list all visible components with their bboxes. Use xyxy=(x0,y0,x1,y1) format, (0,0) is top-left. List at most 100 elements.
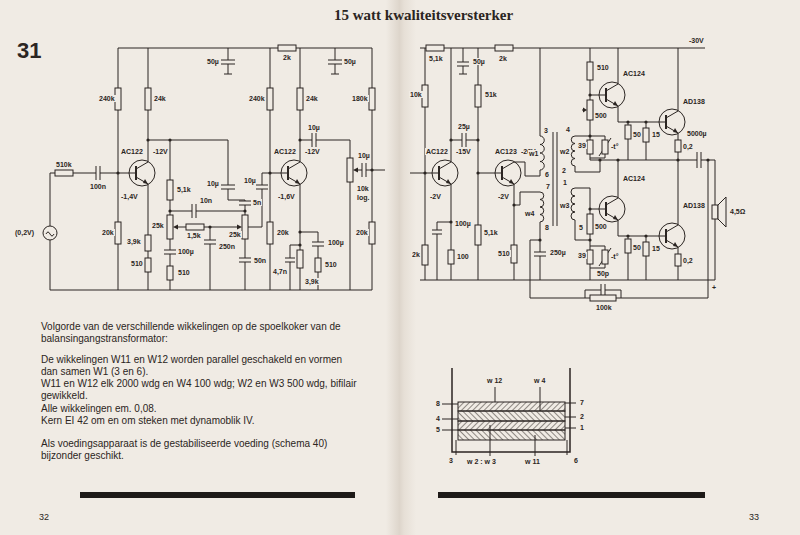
component-value: 4 xyxy=(565,126,571,133)
resistor-symbol xyxy=(422,245,428,265)
wire xyxy=(410,48,715,298)
arrow-head xyxy=(588,238,591,241)
component-value: 3 xyxy=(543,127,549,134)
arrow-head xyxy=(237,225,242,230)
component-value: 5n xyxy=(252,199,262,206)
component-value: 20k xyxy=(101,229,115,236)
component-value: 1 xyxy=(562,179,568,186)
resistor-symbol xyxy=(590,295,616,301)
component-value: 510 xyxy=(177,269,191,276)
resistor-symbol xyxy=(186,224,204,230)
signal-source xyxy=(46,232,54,236)
component-value: 51k xyxy=(484,91,498,98)
component-value: 2k xyxy=(282,54,292,61)
speaker-symbol xyxy=(718,197,726,227)
component-value: 500 xyxy=(594,223,608,230)
transistor-symbol xyxy=(136,84,678,247)
note-text: De wikkelingen W11 en W12 worden paralle… xyxy=(40,354,360,378)
arrow-head xyxy=(353,168,358,173)
resistor-symbol xyxy=(267,88,273,110)
component-value: 24k xyxy=(305,95,319,102)
note-text: W11 en W12 elk 2000 wdg en W4 100 wdg; W… xyxy=(40,378,360,402)
component-value: 510 xyxy=(130,260,144,267)
arrow-head xyxy=(476,171,479,174)
arrow-head xyxy=(512,203,515,206)
resistor-symbol xyxy=(167,215,173,239)
transistor-symbol xyxy=(599,82,625,108)
component-value: -12V xyxy=(304,148,321,155)
arrow-head xyxy=(116,171,119,174)
component-value: w 12 xyxy=(486,377,503,384)
component-value: 24k xyxy=(153,95,167,102)
component-value: 10µ xyxy=(357,152,371,159)
page-number: 32 xyxy=(38,513,50,522)
arrow-head xyxy=(168,138,171,141)
note-text: Kern EI 42 om en om steken met dynamobli… xyxy=(40,415,360,427)
resistor-symbol xyxy=(475,85,481,107)
component-value: 15 xyxy=(651,131,661,138)
wire xyxy=(43,48,715,298)
resistor-symbol xyxy=(643,128,649,142)
component-value: 100 xyxy=(456,253,470,260)
component-value: w3 xyxy=(559,202,570,209)
resistor-symbol xyxy=(625,125,631,139)
component-value: 10µ xyxy=(206,180,220,187)
component-value: 15 xyxy=(651,245,661,252)
component-value: 240k xyxy=(248,95,266,102)
component-value: AD138 xyxy=(682,98,706,105)
component-value: 0,2 xyxy=(682,143,694,150)
resistor-symbol xyxy=(587,250,593,264)
resistor-symbol xyxy=(426,45,444,51)
component-value: 4,5Ω xyxy=(729,208,746,215)
component-value: 10n xyxy=(199,197,213,204)
component-value: 250µ xyxy=(549,249,567,256)
transistor-symbol xyxy=(659,223,685,249)
arrow-head xyxy=(676,158,679,161)
resistor-symbol xyxy=(347,158,353,182)
transistor-symbol xyxy=(136,88,666,243)
arrow-head xyxy=(588,93,591,96)
page-bar xyxy=(80,492,705,498)
arrow-head xyxy=(598,158,601,161)
component-value: w 11 xyxy=(524,458,541,465)
component-value: AC123 xyxy=(494,148,518,155)
component-value: 100µ xyxy=(177,248,195,255)
arrow-head xyxy=(298,243,301,246)
component-value: -t° xyxy=(610,253,619,260)
arrow-head xyxy=(173,225,178,230)
arrow-head xyxy=(370,168,373,171)
component-value: -30V xyxy=(688,37,705,44)
resistor-symbol xyxy=(495,45,513,51)
resistor-symbol xyxy=(167,266,173,280)
component-value: AC124 xyxy=(622,70,646,77)
coil-symbol xyxy=(540,136,575,222)
component-value: w 2 : w 3 xyxy=(466,458,497,465)
component-value: 0,2 xyxy=(682,257,694,264)
schema-number: 31 xyxy=(16,40,42,62)
resistor-symbol xyxy=(448,250,454,264)
resistor-symbol xyxy=(625,239,631,253)
winding-diagram xyxy=(458,411,565,421)
component-value: 240k xyxy=(98,95,116,102)
component-value: 500 xyxy=(594,112,608,119)
component-value: -1,4V xyxy=(120,193,139,200)
note-text: Alle wikkelingen em. 0,08. xyxy=(40,403,360,415)
component-value: 25µ xyxy=(457,123,471,130)
component-value: 5,1k xyxy=(483,229,499,236)
winding-diagram xyxy=(452,368,570,452)
component-value: (0,2V) xyxy=(14,229,35,236)
arrow-head xyxy=(583,108,587,113)
resistor-symbol xyxy=(675,254,681,266)
component-value: 1,5k xyxy=(186,232,202,239)
arrow-head xyxy=(626,234,629,237)
component-value: -15V xyxy=(455,148,472,155)
component-value: 5 xyxy=(435,426,441,433)
component-value: 5000µ xyxy=(686,130,708,137)
resistor-symbol xyxy=(712,205,718,219)
resistor-symbol xyxy=(587,140,593,154)
component-value: 2 xyxy=(561,167,567,174)
component-value: 10k xyxy=(356,185,370,192)
winding-diagram xyxy=(458,421,565,430)
component-value: 100µ xyxy=(327,239,345,246)
resistor-symbol xyxy=(602,140,608,154)
